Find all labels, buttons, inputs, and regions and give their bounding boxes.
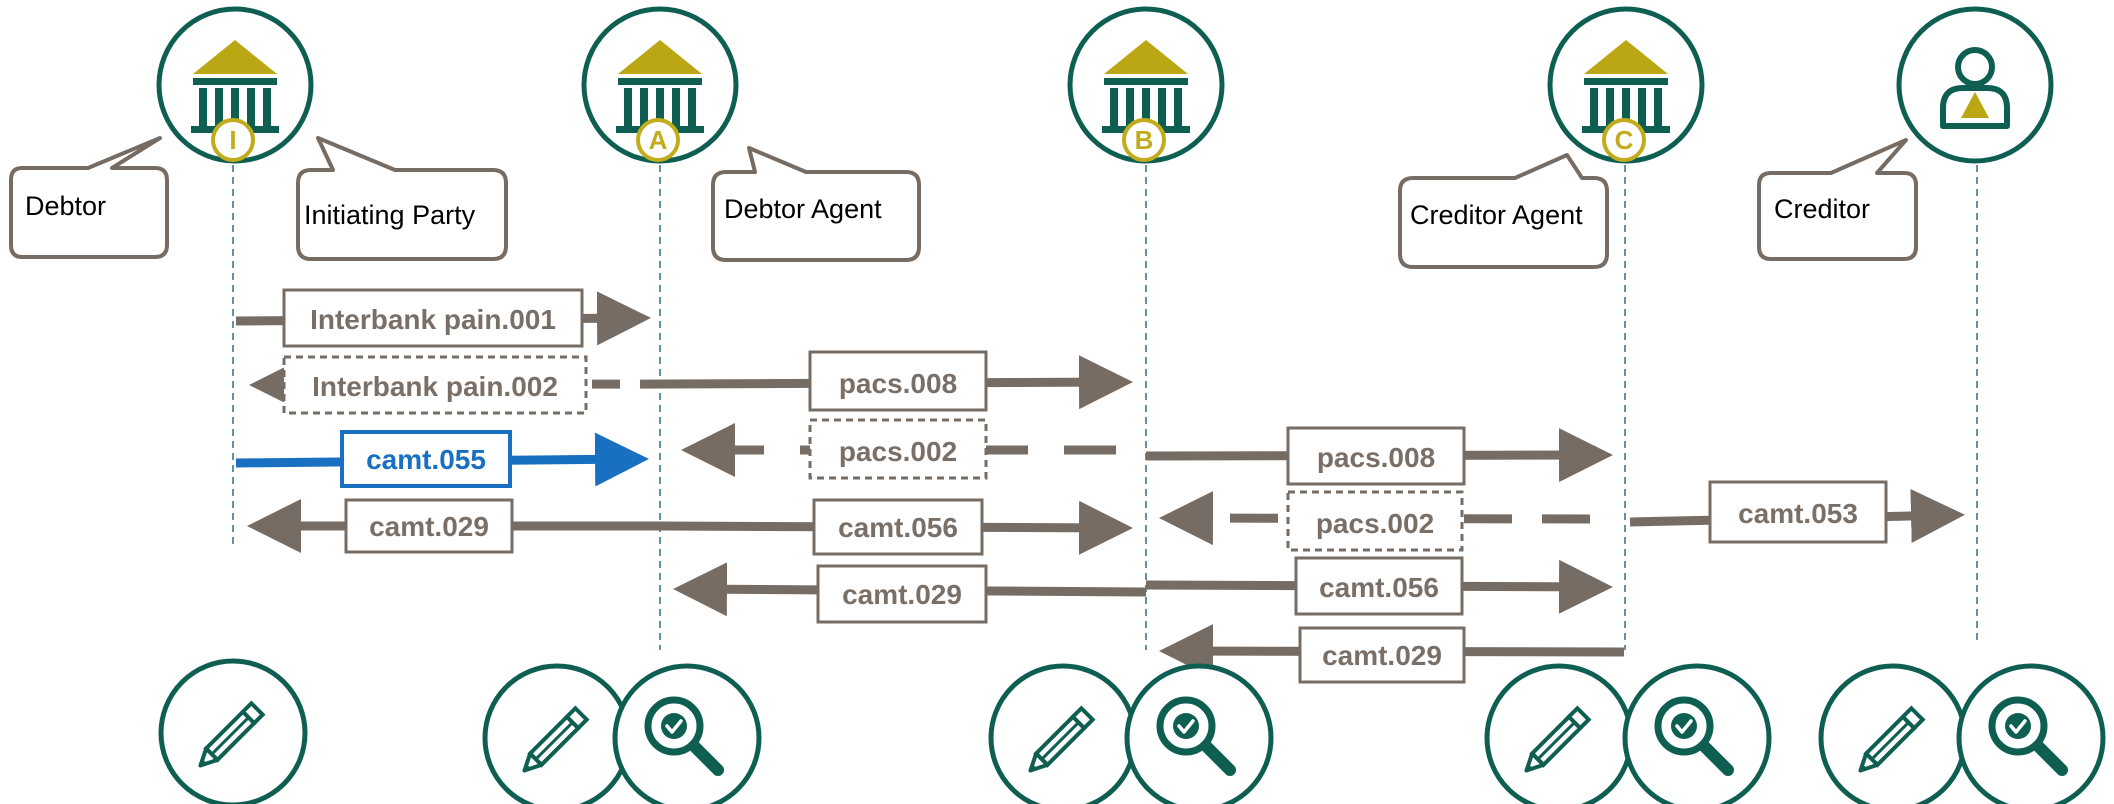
callout-label: Creditor (1774, 194, 1870, 224)
callout-label: Debtor Agent (724, 194, 882, 224)
message-interbank-pain001: Interbank pain.001 (282, 288, 584, 348)
message-camt056-a-b: camt.056 (812, 498, 984, 556)
lifelines (232, 165, 1978, 650)
arrow-pacs002-c-b (1159, 491, 1591, 546)
role-group-debtor-agent (482, 663, 762, 804)
participant-badge-b: B (1135, 125, 1154, 155)
callout-label: Creditor Agent (1410, 200, 1583, 230)
message-label: pacs.008 (1317, 442, 1435, 473)
callout-label: Initiating Party (304, 200, 476, 230)
message-label: pacs.008 (839, 368, 957, 399)
message-camt029-c-b: camt.029 (1298, 626, 1466, 684)
role-group-initiating-party (158, 658, 308, 804)
callout-initiating-party: Initiating Party (296, 136, 508, 261)
participant-badge-c: C (1615, 125, 1634, 155)
participant-initiating-party: I (156, 6, 314, 164)
callout-debtor: Debtor (9, 136, 169, 259)
person-icon (1940, 47, 2010, 129)
message-camt029-a-i: camt.029 (344, 498, 514, 554)
message-label: camt.029 (369, 511, 489, 542)
callout-creditor-agent: Creditor Agent (1398, 153, 1609, 269)
participant-badge-a: A (649, 125, 668, 155)
participant-badge-i: I (229, 125, 236, 155)
role-group-agent-b (988, 663, 1274, 804)
message-label: camt.029 (842, 579, 962, 610)
message-pacs008-b-c: pacs.008 (1286, 426, 1466, 486)
callout-creditor: Creditor (1757, 138, 1918, 261)
message-interbank-pain002: Interbank pain.002 (282, 355, 588, 415)
message-label: camt.056 (838, 512, 958, 543)
message-pacs002-b-a: pacs.002 (808, 418, 988, 480)
role-icons (158, 658, 2106, 804)
message-camt053: camt.053 (1708, 480, 1888, 544)
message-camt029-b-a: camt.029 (816, 564, 988, 624)
message-pacs002-c-b: pacs.002 (1286, 490, 1464, 552)
message-labels: Interbank pain.001 Interbank pain.002 pa… (282, 288, 1888, 684)
participant-debtor-agent: A (581, 6, 739, 164)
participant-agent-b: B (1067, 6, 1225, 164)
message-camt055: camt.055 (340, 430, 512, 488)
message-label: camt.029 (1322, 640, 1442, 671)
callout-label: Debtor (25, 191, 106, 221)
message-label: camt.056 (1319, 572, 1439, 603)
participant-creditor (1896, 6, 2054, 164)
message-label: pacs.002 (1316, 508, 1434, 539)
message-label: camt.053 (1738, 498, 1858, 529)
role-group-creditor (1818, 663, 2106, 804)
participant-creditor-agent: C (1547, 6, 1705, 164)
message-label: Interbank pain.002 (312, 371, 558, 402)
message-label: camt.055 (366, 444, 486, 475)
role-group-creditor-agent (1484, 663, 1772, 804)
callout-debtor-agent: Debtor Agent (711, 146, 921, 262)
message-camt056-b-c: camt.056 (1294, 556, 1464, 616)
message-pacs008-a-b: pacs.008 (808, 350, 988, 412)
message-label: Interbank pain.001 (310, 304, 556, 335)
message-label: pacs.002 (839, 436, 957, 467)
